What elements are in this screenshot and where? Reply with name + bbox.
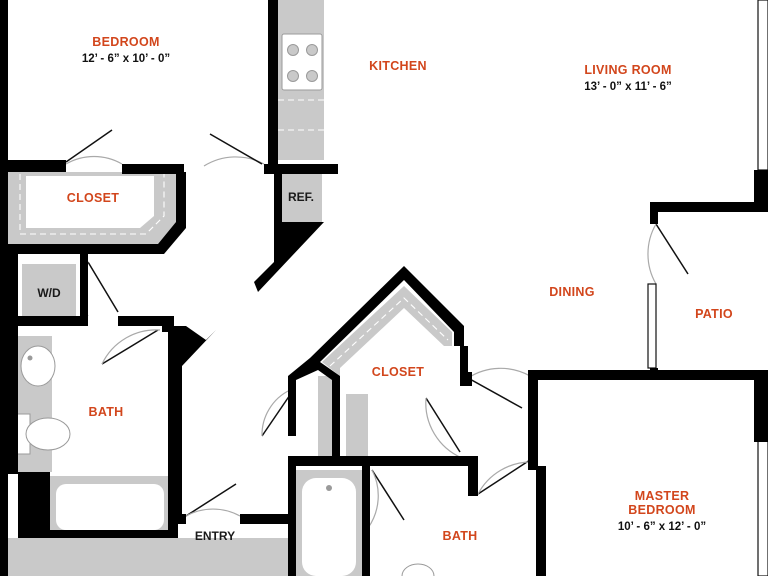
room-label-kitchen: KITCHEN xyxy=(369,59,427,73)
wall xyxy=(528,370,538,470)
sink-icon xyxy=(20,345,56,387)
wall xyxy=(122,164,184,174)
room-label-closet: CLOSET xyxy=(67,191,120,205)
wall xyxy=(468,456,478,496)
bathtub-icon xyxy=(56,484,164,530)
wall xyxy=(8,172,186,254)
room-label-bath: BATH xyxy=(443,529,478,543)
room-dimensions-master-bedroom: 10’ - 6” x 12’ - 0” xyxy=(618,521,706,533)
burner-icon xyxy=(287,44,299,56)
wall xyxy=(650,202,658,224)
bathtub-icon xyxy=(302,478,356,576)
wall xyxy=(650,202,768,212)
wall xyxy=(460,372,472,386)
wall xyxy=(18,472,50,538)
labels: BEDROOM 12’ - 6” x 10’ - 0” KITCHEN LIVI… xyxy=(37,35,733,543)
burner-icon xyxy=(287,70,299,82)
entry-floor xyxy=(0,538,290,576)
wall xyxy=(0,172,8,576)
wall xyxy=(460,346,468,386)
wall xyxy=(80,254,88,326)
wall xyxy=(118,316,174,326)
fixture-label-ref: REF. xyxy=(288,190,314,204)
wall xyxy=(362,462,370,576)
wall xyxy=(288,408,296,436)
room-label-patio: PATIO xyxy=(695,307,733,321)
wall xyxy=(8,254,18,474)
room-label-master-bedroom: MASTER xyxy=(635,489,690,503)
room-label-bath: BATH xyxy=(89,405,124,419)
burner-icon xyxy=(306,70,318,82)
wall xyxy=(168,352,178,538)
wall xyxy=(288,456,474,466)
room-label-dining: DINING xyxy=(549,285,595,299)
burner-icon xyxy=(306,44,318,56)
wall xyxy=(268,0,278,172)
wall xyxy=(168,514,186,524)
washer-dryer-icon xyxy=(22,264,76,316)
wall xyxy=(528,370,768,380)
room-label-bedroom: BEDROOM xyxy=(92,35,159,49)
wall xyxy=(0,0,8,172)
room-label-living-room: LIVING ROOM xyxy=(584,63,671,77)
room-dimensions-living-room: 13’ - 0” x 11’ - 6” xyxy=(584,81,672,93)
wall xyxy=(240,514,296,524)
wall xyxy=(0,160,66,172)
window xyxy=(757,439,768,576)
linen-shelf xyxy=(346,394,368,458)
room-label-master-bedroom: BEDROOM xyxy=(628,503,695,517)
wall xyxy=(288,456,296,576)
sliding-door xyxy=(647,283,657,369)
closet-shelf xyxy=(322,286,452,376)
window xyxy=(757,0,768,171)
room-label-entry: ENTRY xyxy=(195,529,235,543)
closet-inner xyxy=(26,176,154,228)
wall xyxy=(650,368,658,378)
wall xyxy=(754,170,768,204)
wall xyxy=(754,378,768,442)
wall xyxy=(536,466,546,576)
wall xyxy=(8,316,88,326)
wall xyxy=(254,172,324,292)
doors xyxy=(65,129,689,529)
fixture-label-wd: W/D xyxy=(37,286,61,300)
room-dimensions-bedroom: 12’ - 6” x 10’ - 0” xyxy=(82,53,170,65)
toilet-icon xyxy=(401,563,435,576)
wall xyxy=(50,530,178,538)
wall xyxy=(288,266,464,458)
wall xyxy=(264,164,338,174)
refrigerator-icon xyxy=(278,172,322,222)
stove-icon xyxy=(281,33,323,91)
room-label-closet: CLOSET xyxy=(372,365,425,379)
toilet-icon xyxy=(25,417,71,451)
